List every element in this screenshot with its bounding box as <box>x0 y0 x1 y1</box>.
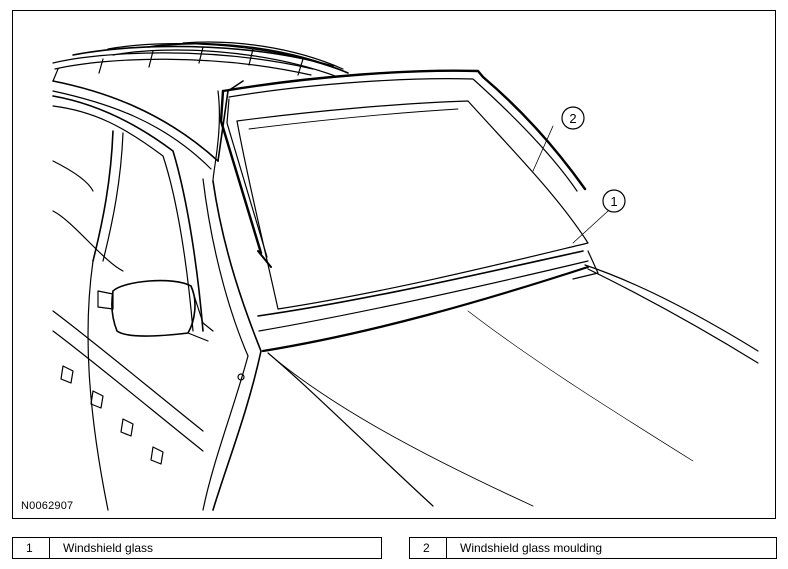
diagram-frame: 2 1 N0062907 <box>12 10 776 519</box>
front-door <box>52 95 204 511</box>
legend-item-number: 1 <box>13 538 50 558</box>
callout-1-number: 1 <box>610 194 617 209</box>
legend-item-label: Windshield glass moulding <box>460 541 603 555</box>
callout-1-leader <box>572 210 609 244</box>
figure-id: N0062907 <box>21 500 74 512</box>
vehicle-windshield-illustration: 2 1 <box>52 41 759 511</box>
legend-item-1: 1 Windshield glass <box>12 537 382 559</box>
roof-rack <box>52 41 349 82</box>
roof-body <box>52 80 244 182</box>
windshield-moulding-shape <box>219 69 587 268</box>
body-trim <box>60 365 164 465</box>
windshield-glass-shape <box>236 100 589 310</box>
callout-2-number: 2 <box>569 111 576 126</box>
callout-2-leader <box>532 125 554 172</box>
legend-item-label: Windshield glass <box>63 541 154 555</box>
hood-cowl <box>257 250 759 507</box>
a-pillar <box>202 178 262 511</box>
callout-1: 1 <box>602 189 626 213</box>
side-mirror <box>97 279 214 342</box>
callout-2: 2 <box>561 106 585 130</box>
legend-item-number: 2 <box>410 538 447 558</box>
legend-item-2: 2 Windshield glass moulding <box>409 537 777 559</box>
